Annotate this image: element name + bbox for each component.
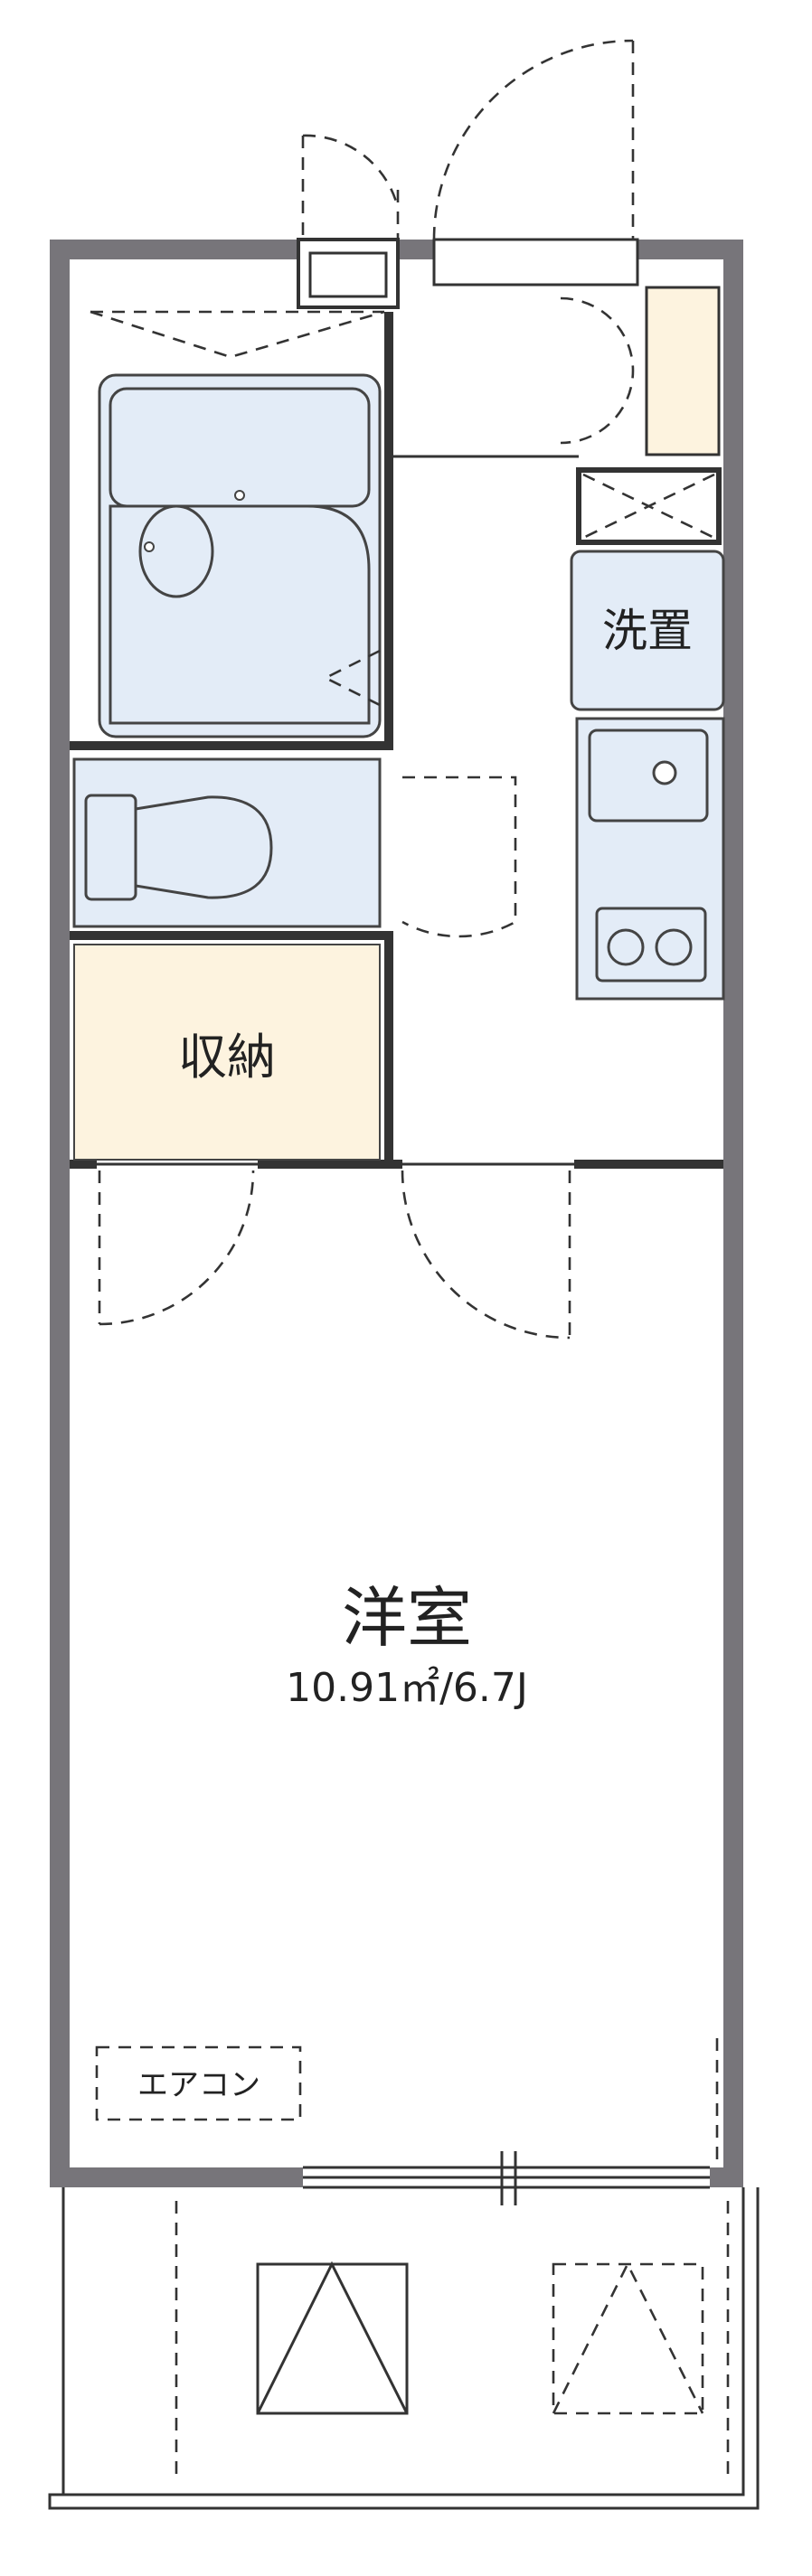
- hatch-dashed-triangle: [552, 2261, 704, 2414]
- kitchen-sink: [588, 729, 709, 823]
- meter-door-swing: [302, 134, 400, 209]
- aircon-label: エアコン: [137, 2067, 260, 2103]
- hatch-triangle: [256, 2261, 409, 2414]
- room-area: 10.91㎡/6.7J: [286, 1665, 528, 1711]
- closet-door-swing: [98, 1170, 255, 1326]
- shoe-cabinet-swing: [560, 296, 635, 445]
- top-wall-right: [637, 240, 743, 259]
- left-outer-wall: [50, 240, 70, 2187]
- bottom-wall-right: [710, 2167, 743, 2187]
- bath-toilet-wall: [70, 741, 393, 750]
- toilet-door-swing: [401, 776, 517, 938]
- basin-drain: [144, 541, 155, 552]
- entrance-door-frame: [432, 238, 639, 287]
- room-wall-c: [574, 1160, 723, 1169]
- burner-left: [607, 928, 645, 966]
- toilet-bowl: [134, 795, 273, 899]
- top-wall-mid: [398, 240, 434, 259]
- evacuation-hatch: [256, 2262, 409, 2415]
- toilet-storage-wall: [70, 931, 393, 940]
- room-label: 洋室: [342, 1580, 472, 1656]
- storage-right-wall: [384, 940, 393, 1166]
- balcony-railing: [48, 2187, 760, 2510]
- bathtub-drain: [234, 490, 245, 501]
- bottom-wall-left: [50, 2167, 303, 2187]
- room-door-swing: [401, 1170, 571, 1340]
- bath-vent: [90, 310, 385, 359]
- storage-area: [73, 944, 381, 1161]
- entry-notch-inner: [308, 251, 388, 298]
- entrance-door-swing: [432, 39, 634, 240]
- evacuation-hatch-dashed: [552, 2262, 704, 2415]
- storage-label: 収納: [178, 1029, 276, 1086]
- wash-basin: [138, 504, 214, 598]
- aircon-unit: [95, 2045, 302, 2121]
- sink-drain: [652, 760, 677, 785]
- room-wall-b: [258, 1160, 402, 1169]
- shoe-cabinet: [645, 286, 721, 456]
- right-outer-wall: [723, 240, 743, 2187]
- top-wall-left: [50, 240, 298, 259]
- burner-right: [655, 928, 693, 966]
- bath-right-wall: [384, 312, 393, 741]
- laundry-label: 洗置: [602, 605, 693, 657]
- ventilation-cross: [582, 473, 715, 540]
- toilet-tank: [84, 794, 137, 901]
- laundry-space: [570, 550, 725, 711]
- meter-door-leaf: [301, 136, 400, 240]
- room-wall-a: [70, 1160, 97, 1169]
- bathtub: [109, 387, 371, 508]
